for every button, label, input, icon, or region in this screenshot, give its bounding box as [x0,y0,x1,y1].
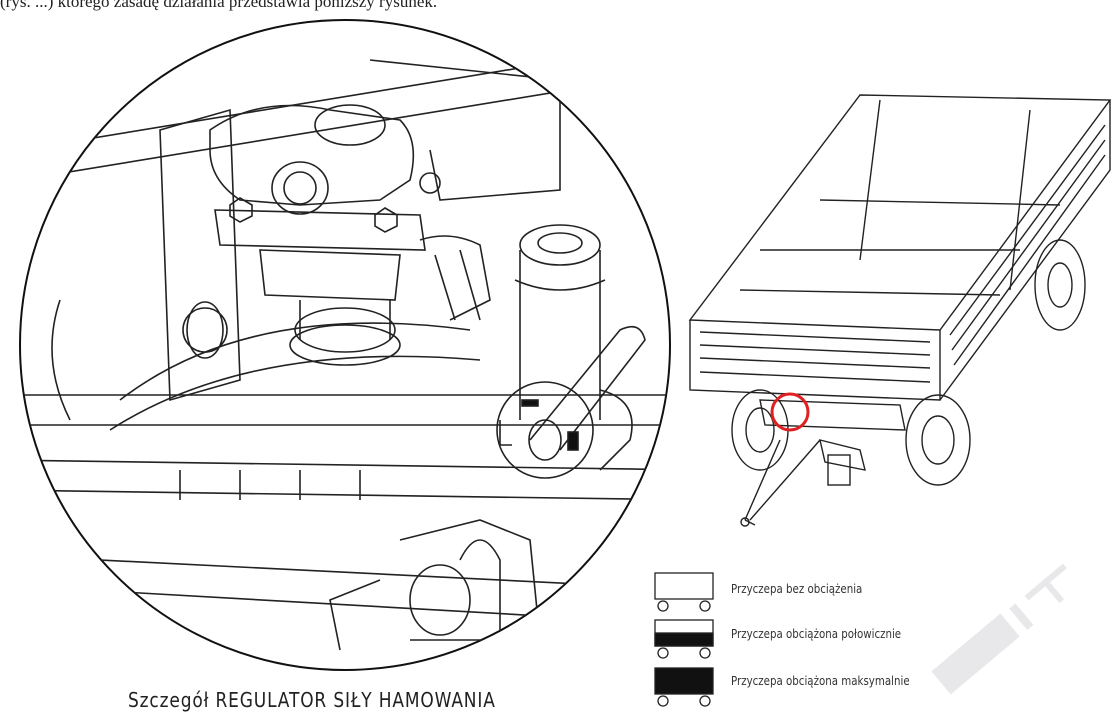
legend-icon-full [654,667,714,707]
watermark [931,563,1067,695]
legend-label-half: Przyczepa obciążona połowicznie [731,626,902,641]
regulator-highlight [770,392,810,432]
legend-label-empty: Przyczepa bez obciążenia [731,581,863,596]
detail-caption: Szczegół REGULATOR SIŁY HAMOWANIA [128,688,496,712]
legend-icon-empty [654,572,714,612]
trailer-illustration [688,94,1112,527]
legend-label-full: Przyczepa obciążona maksymalnie [731,673,910,688]
detail-view [19,19,671,671]
top-caption: (rys. ...) którego zasadę działania prze… [0,0,438,11]
legend-icon-half [654,619,714,659]
